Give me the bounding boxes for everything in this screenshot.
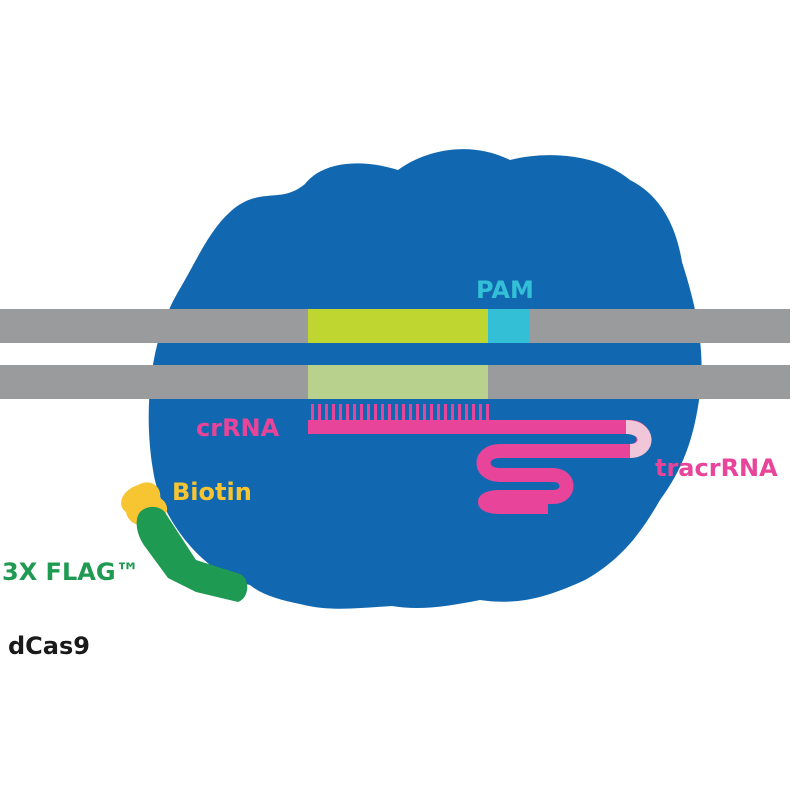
crrna-base-pair: [409, 404, 412, 422]
pam-segment: [488, 309, 530, 343]
crrna-base-pair: [381, 404, 384, 422]
crrna-base-pair: [465, 404, 468, 422]
tracrrna-tip: [625, 420, 652, 458]
crrna-base-pair: [353, 404, 356, 422]
crrna-base-pair: [318, 404, 321, 422]
dcas9-label: dCas9: [8, 632, 90, 660]
crrna-base-pair: [458, 404, 461, 422]
crrna-base-pairs: [311, 404, 489, 422]
crrna-base-pair: [346, 404, 349, 422]
crrna-base-pair: [430, 404, 433, 422]
crrna-base-pair: [423, 404, 426, 422]
crrna-base-pair: [437, 404, 440, 422]
flag-tag: [136, 506, 248, 602]
crrna-base-pair: [360, 404, 363, 422]
crrna-base-pair: [367, 404, 370, 422]
protospacer-top: [308, 309, 488, 343]
crrna-base-pair: [388, 404, 391, 422]
crrna-base-pair: [332, 404, 335, 422]
crrna-base-pair: [311, 404, 314, 422]
crrna-base-pair: [325, 404, 328, 422]
protospacer-bottom: [308, 365, 488, 399]
crrna-label: crRNA: [196, 414, 280, 442]
crrna-base-pair: [451, 404, 454, 422]
crrna-base-pair: [395, 404, 398, 422]
biotin-label: Biotin: [172, 478, 252, 506]
pam-label: PAM: [476, 276, 534, 304]
crrna-backbone: [308, 420, 630, 434]
crrna-base-pair: [444, 404, 447, 422]
crrna-base-pair: [472, 404, 475, 422]
crrna-base-pair: [479, 404, 482, 422]
crrna-base-pair: [339, 404, 342, 422]
crrna-base-pair: [374, 404, 377, 422]
crrna-base-pair: [486, 404, 489, 422]
flag-label: 3X FLAG™: [2, 558, 140, 586]
crrna-base-pair: [416, 404, 419, 422]
crrna-base-pair: [402, 404, 405, 422]
tracrrna-label: tracrRNA: [655, 454, 778, 482]
